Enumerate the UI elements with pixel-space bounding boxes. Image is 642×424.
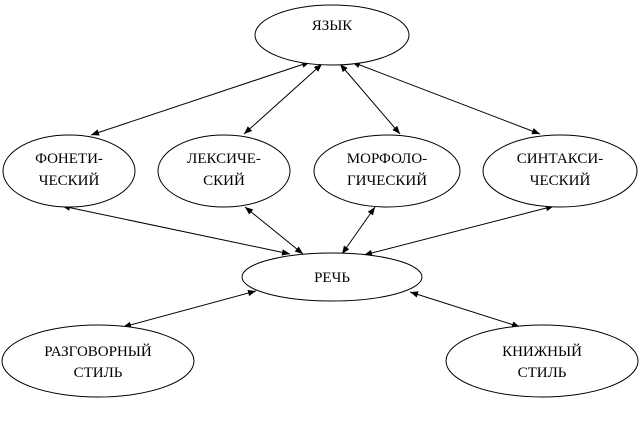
arrowhead-end [91,129,100,136]
node-leksicheskiy-label-1: ЛЕКСИЧЕ- [187,151,261,167]
arrowhead-end [392,125,400,134]
arrowhead-end [342,245,350,254]
node-leksicheskiy: ЛЕКСИЧЕ- СКИЙ [157,134,291,208]
node-knizhny-label-1: КНИЖНЫЙ [502,343,582,360]
edge-line [341,206,376,255]
node-sintaksicheskiy-label-1: СИНТАКСИ- [517,151,603,167]
edge-rech-knizhny [409,291,521,328]
edge-line [339,63,401,135]
edge-rech-razgovorny [122,290,257,328]
node-knizhny-label-2: СТИЛЬ [518,365,567,381]
arrowhead-start [313,64,322,72]
node-morfologicheskiy-ellipse [313,134,461,208]
node-knizhny-ellipse [445,324,639,398]
edge-line [243,63,323,135]
arrowhead-end [244,126,253,134]
node-razgovorny-label-2: СТИЛЬ [74,365,123,381]
node-leksicheskiy-ellipse [157,134,291,208]
node-foneticheskiy-label-2: ЧЕСКИЙ [39,172,100,189]
node-rech-ellipse [241,252,423,302]
edge-yazyk-leksicheskiy [243,63,323,135]
node-morfologicheskiy: МОРФОЛО- ГИЧЕСКИЙ [313,134,461,208]
node-foneticheskiy-label-1: ФОНЕТИ- [35,151,103,167]
node-sintaksicheskiy-label-2: ЧЕСКИЙ [530,172,591,189]
edge-leksicheskiy-rech [244,206,304,255]
edge-yazyk-foneticheskiy [90,61,311,136]
node-yazyk: ЯЗЫК [254,4,410,66]
edge-yazyk-sintaksicheskiy [351,61,541,135]
edge-line [363,205,555,256]
arrowhead-start [410,291,419,298]
node-rech-label-1: РЕЧЬ [314,270,350,286]
arrowhead-start [245,207,254,215]
edge-line [90,61,311,136]
arrowhead-start [340,64,348,73]
edge-line [61,205,291,255]
node-knizhny: КНИЖНЫЙ СТИЛЬ [445,324,639,398]
edge-foneticheskiy-rech [61,204,291,256]
node-razgovorny-ellipse [1,324,195,398]
arrowhead-end [281,249,290,256]
node-yazyk-label-1: ЯЗЫК [312,18,354,34]
edge-line [122,290,257,328]
arrowhead-end [294,246,303,254]
node-foneticheskiy: ФОНЕТИ- ЧЕСКИЙ [2,134,136,208]
node-rech: РЕЧЬ [241,252,423,302]
node-sintaksicheskiy: СИНТАКСИ- ЧЕСКИЙ [482,134,638,208]
node-foneticheskiy-ellipse [2,134,136,208]
node-morfologicheskiy-label-2: ГИЧЕСКИЙ [347,172,427,189]
arrowhead-end [531,128,540,135]
node-morfologicheskiy-label-1: МОРФОЛО- [347,151,427,167]
node-sintaksicheskiy-ellipse [482,134,638,208]
node-razgovorny: РАЗГОВОРНЫЙ СТИЛЬ [1,324,195,398]
node-yazyk-ellipse [254,4,410,66]
edge-line [244,206,304,255]
node-leksicheskiy-label-2: СКИЙ [203,172,245,189]
edge-yazyk-morfologicheskiy [339,63,401,135]
edge-line [409,291,521,328]
edge-line [351,61,541,135]
arrowhead-start [367,207,375,216]
arrowhead-start [247,290,256,297]
edge-sintaksicheskiy-rech [363,204,555,257]
edge-morfologicheskiy-rech [341,206,376,255]
node-razgovorny-label-1: РАЗГОВОРНЫЙ [44,343,152,360]
